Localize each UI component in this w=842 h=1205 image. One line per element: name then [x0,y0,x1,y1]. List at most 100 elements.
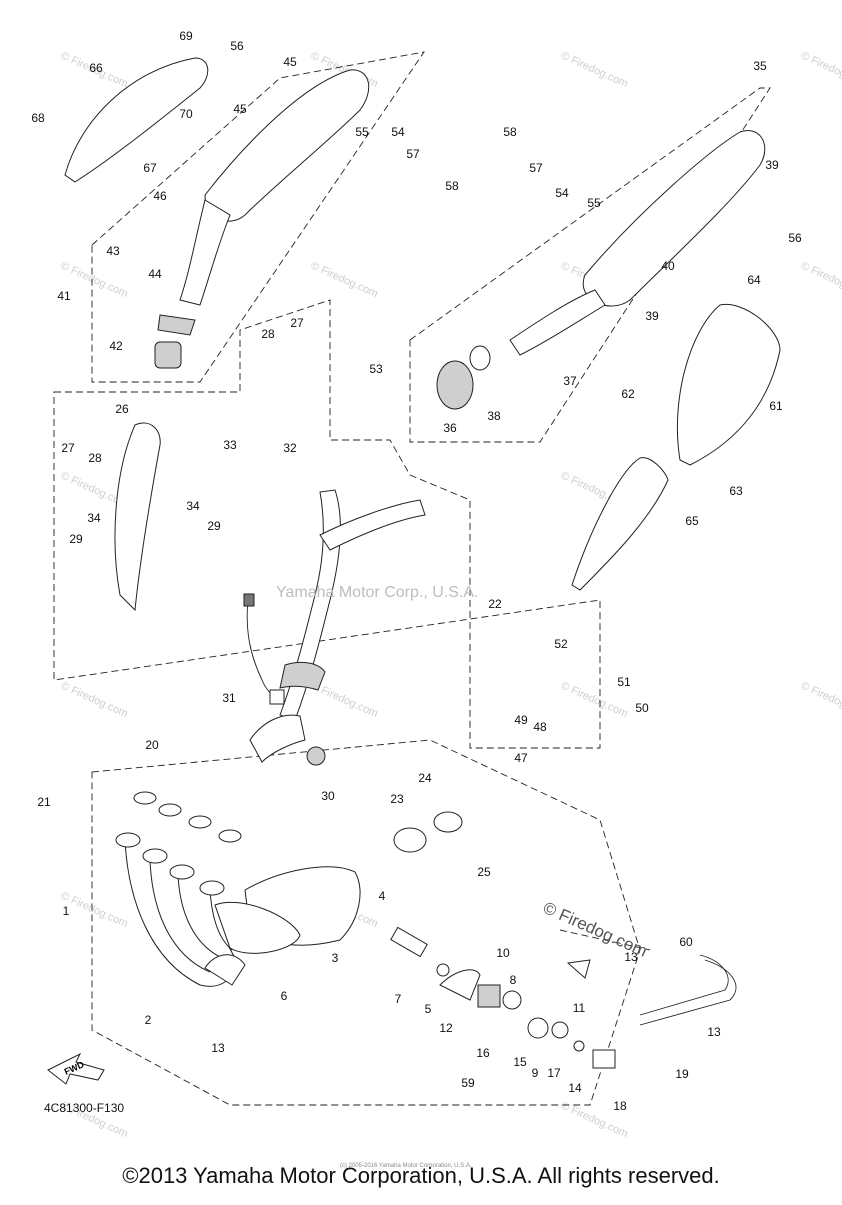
callout-15: 15 [513,1055,527,1069]
callout-22: 22 [488,597,502,611]
callout-52: 52 [554,637,568,651]
part-20-gasket [133,791,157,805]
part-14-washer [573,1040,585,1052]
callout-45: 45 [283,55,297,69]
part-66-heat-shield [64,57,209,183]
callout-21: 21 [37,795,51,809]
exhaust-chamber [214,811,463,954]
watermark: © Firedog.com [59,890,130,930]
callout-27: 27 [290,316,304,330]
callout-56: 56 [230,39,244,53]
watermark: © Firedog.com [799,50,842,90]
part-30-cap [306,746,326,766]
callout-13: 13 [211,1041,225,1055]
sensor-connector [243,593,255,607]
part-20-gasket [188,815,212,829]
part-42-sleeve [154,341,182,369]
right-muffler-pipe [509,289,606,356]
callout-7: 7 [395,992,402,1006]
callout-23: 23 [390,792,404,806]
part-9-pulley [551,1021,569,1039]
catalyst-section [279,661,326,691]
left-muffler-body [204,69,370,222]
callout-54: 54 [391,125,405,139]
callout-34: 34 [87,511,101,525]
part-6-gasket [214,901,301,954]
callout-14: 14 [568,1081,582,1095]
callout-55: 55 [587,196,601,210]
callout-20: 20 [145,738,159,752]
callout-49: 49 [514,713,528,727]
callout-29: 29 [207,519,221,533]
callout-40: 40 [661,259,675,273]
header-port-3 [169,864,195,880]
callout-1: 1 [63,904,70,918]
callout-55: 55 [355,125,369,139]
header-port-4 [199,880,225,896]
left-muffler [154,69,370,369]
part-65-protector [571,457,669,591]
leader-line [559,929,651,951]
front-pipe-outline [53,299,601,749]
exhaust-header [115,791,246,987]
callout-43: 43 [106,244,120,258]
front-pipe-branch [319,499,426,551]
fwd-arrow: FWD [47,1052,105,1085]
callout-63: 63 [729,484,743,498]
right-muffler-body [582,130,766,307]
callout-3: 3 [332,951,339,965]
callout-11: 11 [573,1001,586,1015]
part-31-sensor [269,689,285,705]
callout-60: 60 [679,935,693,949]
callout-25: 25 [477,865,491,879]
callout-61: 61 [769,399,783,413]
part-12-gasket [439,969,481,1001]
callout-28: 28 [261,327,275,341]
part-26-bracket [114,422,161,612]
part-61-heat-shield [676,304,781,466]
callout-33: 33 [223,438,237,452]
callout-67: 67 [143,161,157,175]
callout-58: 58 [445,179,459,193]
callout-57: 57 [406,147,420,161]
diagram-code: 4C81300-F130 [44,1101,125,1115]
callout-51: 51 [617,675,631,689]
callout-37: 37 [563,374,577,388]
part-20-gasket [158,803,182,817]
callout-65: 65 [685,514,699,528]
callout-64: 64 [747,273,761,287]
callout-28: 28 [88,451,102,465]
front-pipe-joint [249,714,306,763]
callout-6: 6 [281,989,288,1003]
callout-69: 69 [179,29,193,43]
header-port-2 [142,848,168,864]
part-60-cable [639,959,737,1026]
part-8-spring [502,990,522,1010]
part-11-bracket [566,959,591,979]
part-10-housing [477,984,501,1008]
callout-8: 8 [510,973,517,987]
part-15-seal [527,1017,549,1039]
callout-34: 34 [186,499,200,513]
callout-62: 62 [621,387,635,401]
callout-9: 9 [532,1066,539,1080]
callout-16: 16 [476,1046,490,1060]
header-pipe-3 [177,874,223,959]
center-watermark: Yamaha Motor Corp., U.S.A. [276,584,479,601]
callout-26: 26 [115,402,129,416]
watermark: © Firedog.com [309,260,380,300]
callout-53: 53 [369,362,383,376]
callout-32: 32 [283,441,297,455]
callout-59: 59 [461,1076,475,1090]
callout-47: 47 [514,751,528,765]
copyright-notice: ©2013 Yamaha Motor Corporation, U.S.A. A… [122,1163,720,1188]
callout-38: 38 [487,409,501,423]
fine-print: (c) 2005-2016 Yamaha Motor Corporation, … [340,1163,472,1169]
callout-4: 4 [379,889,386,903]
callout-13: 13 [624,950,638,964]
callout-57: 57 [529,161,543,175]
fwd-arrow-shape [47,1052,105,1085]
callout-54: 54 [555,186,569,200]
